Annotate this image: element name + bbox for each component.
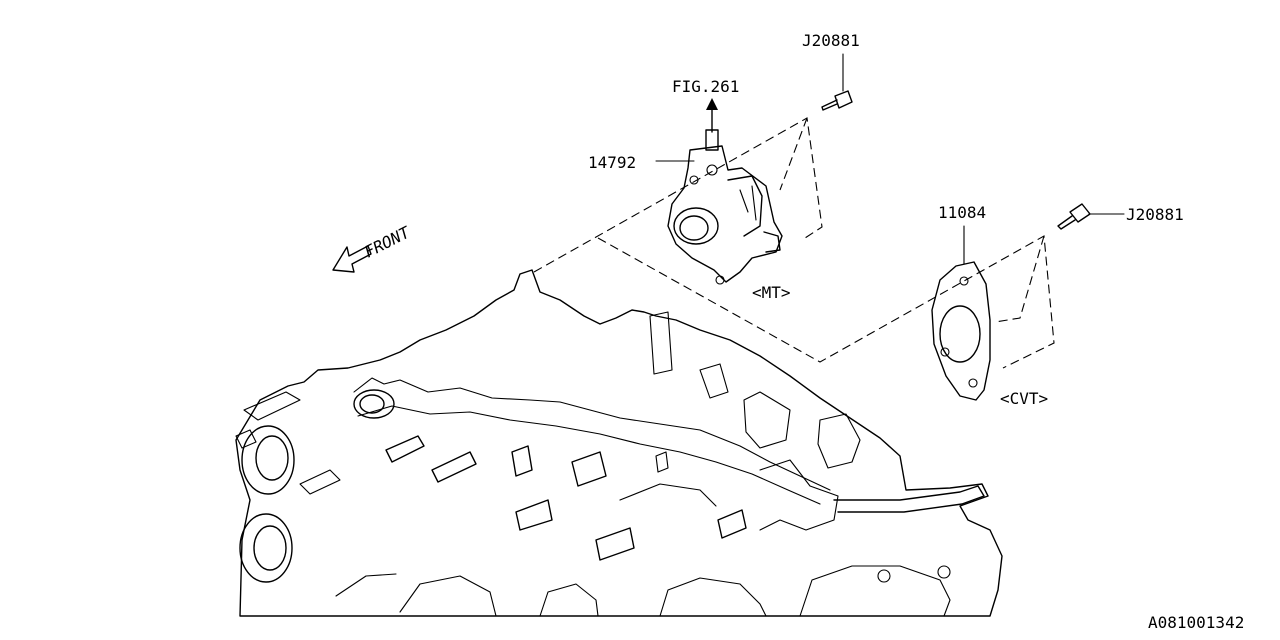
front-direction-indicator: FRONT xyxy=(332,222,414,273)
diagram-id: A081001342 xyxy=(1148,613,1244,632)
engine-block xyxy=(235,269,1003,617)
bolt-right-label: J20881 xyxy=(1126,205,1184,224)
assembly-dashed-lines xyxy=(533,117,1055,369)
cvt-variant-label: <CVT> xyxy=(1000,389,1048,408)
gasket[interactable]: 11084 <CVT> xyxy=(931,203,1048,408)
bolt-top[interactable]: J20881 xyxy=(802,31,860,111)
bolt-right[interactable]: J20881 xyxy=(1057,203,1184,230)
up-arrow-icon xyxy=(706,98,718,110)
front-label: FRONT xyxy=(361,222,414,261)
bolt-top-label: J20881 xyxy=(802,31,860,50)
fig-reference: FIG.261 xyxy=(672,77,739,133)
vacuum-pump[interactable]: 14792 <MT> xyxy=(588,129,791,302)
fig-ref-label: FIG.261 xyxy=(672,77,739,96)
vacuum-pump-label: 14792 xyxy=(588,153,636,172)
mt-variant-label: <MT> xyxy=(752,283,791,302)
front-arrow-icon xyxy=(332,245,372,273)
gasket-label: 11084 xyxy=(938,203,986,222)
